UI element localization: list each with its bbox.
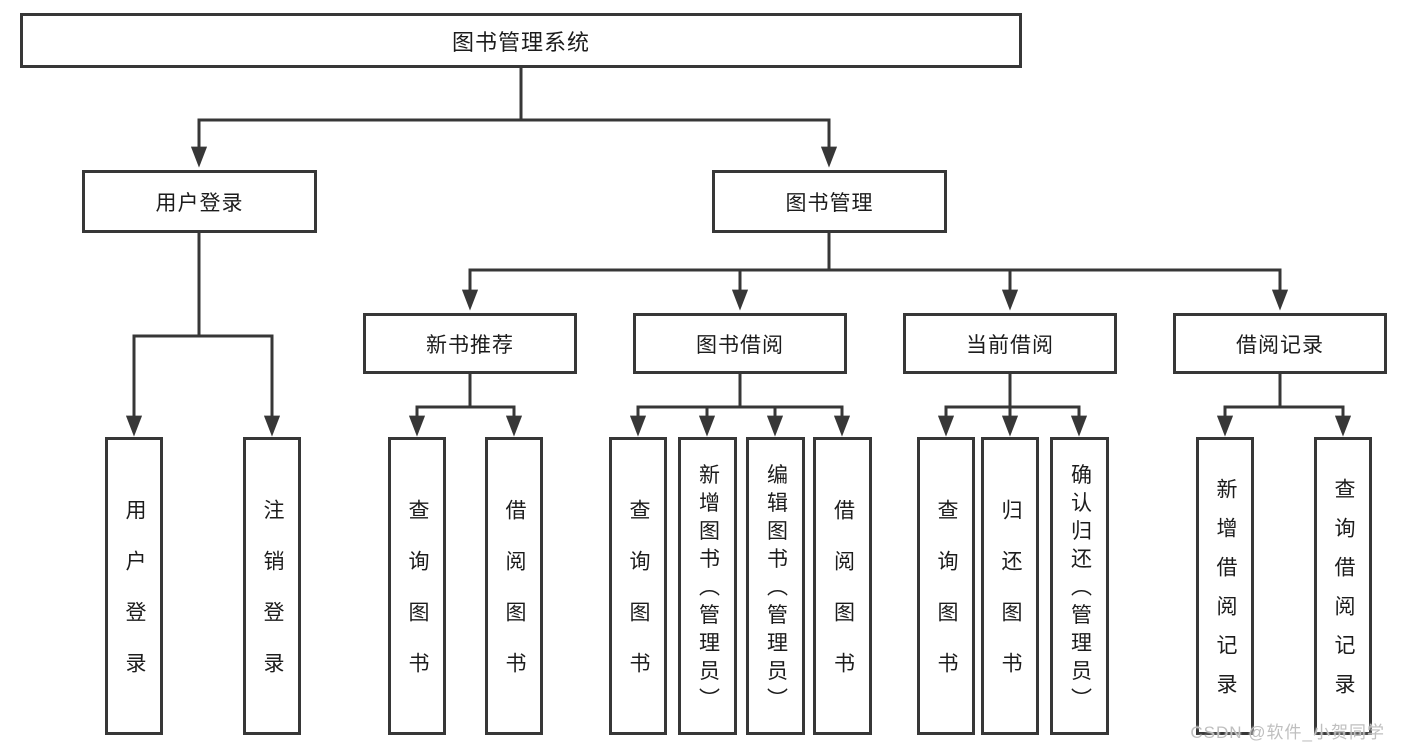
connector-records-branch: [1216, 405, 1352, 437]
node-label: 确认归还（管理员）: [1068, 463, 1092, 716]
leaf-logout: 注销登录: [243, 437, 301, 735]
node-label: 借阅图书: [503, 499, 526, 703]
node-label: 用户登录: [123, 499, 146, 703]
leaf-query-books-current: 查询图书: [917, 437, 975, 735]
node-label: 查询图书: [406, 499, 429, 703]
node-label: 新书推荐: [426, 333, 514, 357]
node-label: 查询图书: [627, 499, 650, 703]
leaf-borrow-books-recommend: 借阅图书: [485, 437, 543, 735]
leaf-edit-books-admin: 编辑图书（管理员）: [746, 437, 805, 735]
node-label: 归还图书: [999, 499, 1022, 703]
node-label: 查询借阅记录: [1332, 478, 1355, 712]
leaf-borrow-books-borrowing: 借阅图书: [813, 437, 872, 735]
node-library-system: 图书管理系统: [20, 13, 1022, 68]
leaf-confirm-return-admin: 确认归还（管理员）: [1050, 437, 1109, 735]
connector-borrowing-branch: [629, 405, 851, 437]
node-user-login: 用户登录: [82, 170, 317, 233]
node-new-book-recommend: 新书推荐: [363, 313, 577, 374]
leaf-return-books: 归还图书: [981, 437, 1039, 735]
node-label: 图书管理: [785, 191, 874, 215]
node-book-borrowing: 图书借阅: [633, 313, 847, 374]
node-label: 注销登录: [261, 499, 284, 703]
node-label: 用户登录: [155, 191, 244, 215]
connector-root-branch: [190, 118, 838, 168]
leaf-query-borrow-record: 查询借阅记录: [1314, 437, 1372, 735]
node-label: 新增图书（管理员）: [696, 463, 720, 716]
leaf-query-books-recommend: 查询图书: [388, 437, 446, 735]
node-current-borrowing: 当前借阅: [903, 313, 1117, 374]
node-label: 借阅图书: [831, 499, 855, 703]
node-label: 查询图书: [935, 499, 958, 703]
node-label: 图书管理系统: [451, 29, 590, 55]
leaf-add-books-admin: 新增图书（管理员）: [678, 437, 737, 735]
leaf-add-borrow-record: 新增借阅记录: [1196, 437, 1254, 735]
node-label: 借阅记录: [1236, 333, 1324, 357]
node-book-management: 图书管理: [712, 170, 947, 233]
node-label: 编辑图书（管理员）: [764, 463, 788, 716]
connector-recommend-branch: [408, 405, 523, 437]
watermark: CSDN @软件_小贺同学: [1190, 723, 1385, 742]
leaf-user-login: 用户登录: [105, 437, 163, 735]
node-label: 当前借阅: [966, 333, 1054, 357]
connector-login-branch: [125, 334, 281, 437]
node-label: 图书借阅: [696, 333, 784, 357]
connector-current-branch: [937, 405, 1088, 437]
node-borrowing-records: 借阅记录: [1173, 313, 1387, 374]
connector-mgmt-branch: [461, 268, 1289, 311]
leaf-query-books-borrowing: 查询图书: [609, 437, 667, 735]
node-label: 新增借阅记录: [1214, 478, 1237, 712]
